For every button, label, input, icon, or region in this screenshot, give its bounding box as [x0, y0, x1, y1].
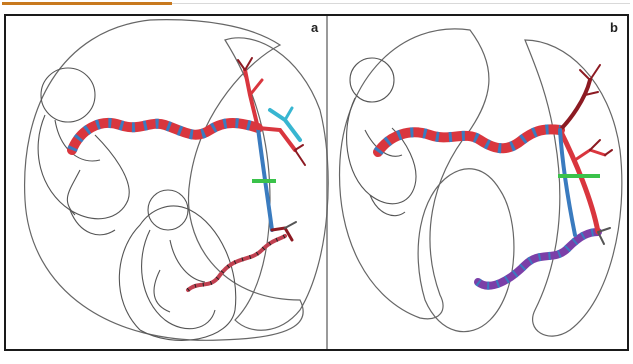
- second-sac-outline-b: [418, 169, 514, 332]
- fetus-bottom-a: [119, 190, 235, 340]
- umbilical-cord-purple-b: [478, 232, 598, 286]
- placental-vessels-a: [238, 58, 305, 240]
- uterus-outline-b: [340, 29, 489, 319]
- panel-b-illustration: [340, 29, 622, 336]
- umbilical-cord-b: [378, 129, 560, 152]
- placental-vessels-b: [560, 65, 612, 244]
- placenta-outline-b: [525, 40, 622, 336]
- fetus-top-a: [38, 68, 129, 235]
